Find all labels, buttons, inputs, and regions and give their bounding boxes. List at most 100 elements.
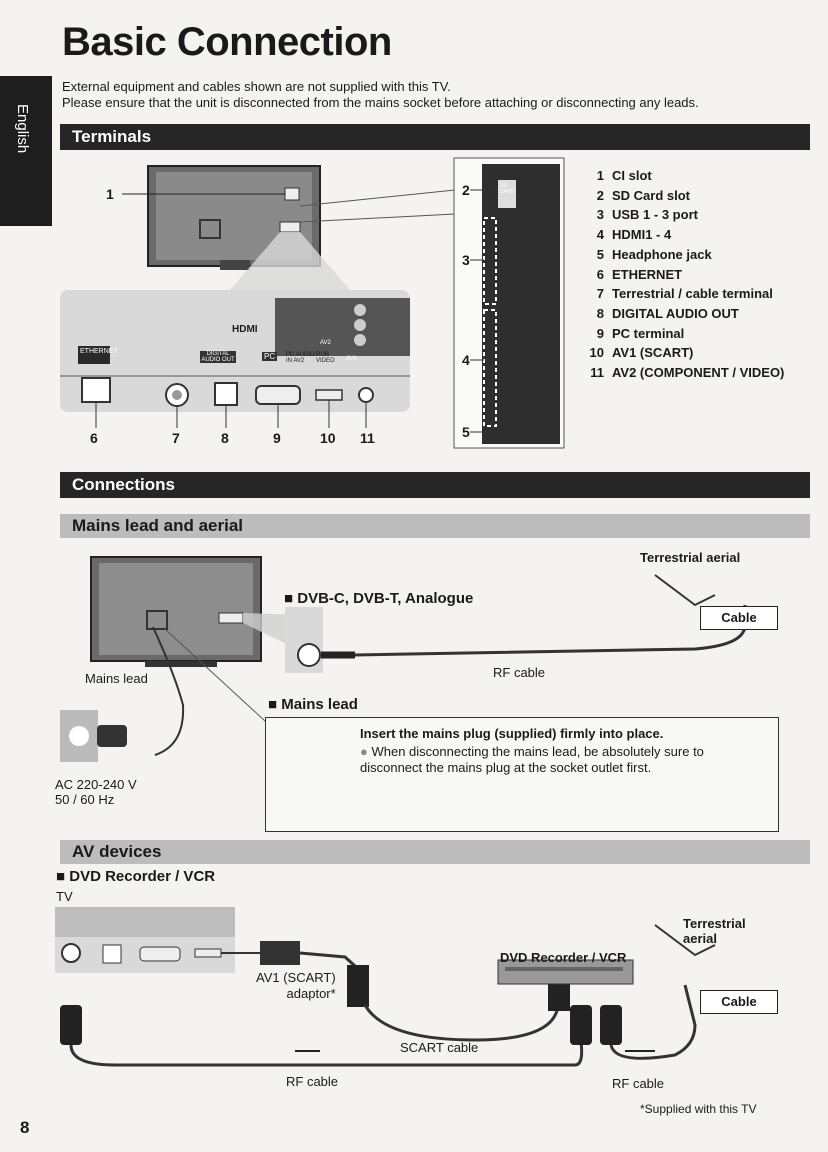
legend-num: 8	[596, 305, 604, 321]
legend-item: 10 AV1 (SCART)	[580, 343, 822, 363]
callout-7: 7	[172, 430, 180, 446]
rf-cable-label: RF cable	[493, 665, 546, 680]
aerial-terminal-core	[172, 390, 182, 400]
legend-label: Headphone jack	[612, 246, 712, 262]
intro-line-1: External equipment and cables shown are …	[62, 79, 451, 94]
mains-instruction: Insert the mains plug (supplied) firmly …	[360, 726, 664, 741]
rf-plug-recorder-in	[570, 1005, 592, 1045]
zoom-cone	[230, 232, 350, 290]
aerial-terminal	[61, 943, 81, 963]
legend-label: DIGITAL AUDIO OUT	[612, 305, 739, 321]
video-jack	[358, 387, 374, 403]
av-heading: AV devices	[72, 842, 162, 861]
hdmi-logo-label: HDMI	[232, 324, 258, 335]
mains-note: ● When disconnecting the mains lead, be …	[360, 744, 740, 776]
connections-heading: Connections	[72, 475, 175, 494]
av-heading-bar: AV devices	[60, 840, 810, 864]
legend-label: HDMI1 - 4	[612, 227, 672, 243]
socket-outlet	[69, 726, 89, 746]
legend-item: 2 SD Card slot	[580, 186, 822, 206]
rf-plug-tv	[60, 1005, 82, 1045]
language-tab: English	[0, 76, 52, 226]
legend-item: 7 Terrestrial / cable terminal	[580, 284, 822, 304]
bullet-icon: ●	[360, 744, 368, 759]
ac-voltage: AC 220-240 V	[55, 777, 137, 792]
tv-back-panel	[99, 563, 253, 655]
dvd-heading: ■ DVD Recorder / VCR	[56, 868, 216, 885]
legend-num: 6	[596, 266, 604, 282]
ac-voltage-label: AC 220-240 V 50 / 60 Hz	[55, 777, 137, 807]
av-terrestrial-label: Terrestrial aerial	[683, 916, 746, 946]
av2-label: AV2	[320, 340, 331, 346]
scart-adaptor-label: AV1 (SCART) adaptor*	[256, 970, 336, 1002]
adaptor-line-2: adaptor*	[286, 986, 336, 1001]
tv-stand	[145, 661, 217, 667]
legend-label: Terrestrial / cable terminal	[612, 286, 773, 302]
legend-label: AV1 (SCART)	[612, 345, 694, 361]
digital-audio-label: DIGITAL AUDIO OUT	[200, 351, 236, 363]
aerial-antenna	[654, 924, 716, 957]
intro-line-2: Please ensure that the unit is disconnec…	[62, 95, 699, 110]
scart-cable-line	[363, 1004, 560, 1042]
av2-component-block	[275, 298, 410, 356]
legend-num: 10	[589, 345, 604, 361]
terrestrial-aerial-label: Terrestrial aerial	[640, 550, 741, 565]
intro-text: External equipment and cables shown are …	[62, 79, 812, 111]
legend-item: 8 DIGITAL AUDIO OUT	[580, 304, 822, 324]
tv-stand	[220, 260, 250, 270]
legend-item: 9 PC terminal	[580, 324, 822, 344]
pc-label: PC	[262, 352, 278, 361]
pc-port	[139, 946, 181, 962]
rf-cable-aerial-line	[609, 984, 697, 1060]
zoom-line-top	[299, 189, 456, 207]
optical-port	[214, 382, 238, 406]
legend-num: 3	[596, 207, 604, 223]
terminals-illustration	[60, 157, 565, 449]
page-number: 8	[20, 1118, 30, 1137]
legend-num: 2	[596, 187, 604, 203]
legend-label: CI slot	[612, 168, 652, 183]
av-cable-box: Cable	[700, 990, 778, 1014]
dvd-recorder-slot	[505, 967, 623, 971]
terrestrial-line-1: Terrestrial	[683, 916, 746, 931]
tv-terminal-label-row	[55, 907, 235, 937]
connections-heading-bar: Connections	[60, 472, 810, 498]
mains-heading: Mains lead and aerial	[72, 516, 244, 535]
scart-cable-label: SCART cable	[400, 1040, 479, 1055]
dvd-title: DVD Recorder / VCR	[69, 868, 216, 885]
scart-port	[194, 948, 222, 958]
callout-1: 1	[106, 186, 114, 202]
optical-port	[102, 944, 122, 964]
legend-num: 11	[590, 365, 604, 381]
legend-num: 7	[596, 286, 604, 302]
rf-cable-line	[354, 605, 747, 657]
mains-plug	[97, 725, 127, 747]
aerial-socket	[297, 643, 321, 667]
legend-num: 9	[596, 325, 604, 341]
mains-lead-heading: ■ Mains lead	[268, 696, 358, 713]
mains-callout-line	[164, 628, 266, 722]
scart-plug-left	[347, 965, 369, 1007]
ac-frequency: 50 / 60 Hz	[55, 792, 115, 807]
pc-port	[255, 385, 301, 405]
page-title: Basic Connection	[62, 20, 392, 64]
mains-lead-label: Mains lead	[85, 671, 148, 686]
callout-5: 5	[462, 424, 470, 440]
callout-3: 3	[462, 252, 470, 268]
legend-label: SD Card slot	[612, 187, 691, 203]
callout-9: 9	[273, 430, 281, 446]
rf-cable-left-label: RF cable	[286, 1074, 339, 1089]
rf-plug-recorder-out	[600, 1005, 622, 1045]
callout-4: 4	[462, 352, 470, 368]
ci-slot-mark	[284, 187, 300, 201]
callout-6: 6	[90, 430, 98, 446]
pc-audio-label: PC AUDIO IN AV2	[286, 352, 315, 364]
aerial-terminal-mark	[218, 612, 244, 624]
footnote: *Supplied with this TV	[640, 1102, 757, 1116]
legend-label: PC terminal	[612, 325, 685, 341]
callout-11: 11	[360, 430, 375, 446]
